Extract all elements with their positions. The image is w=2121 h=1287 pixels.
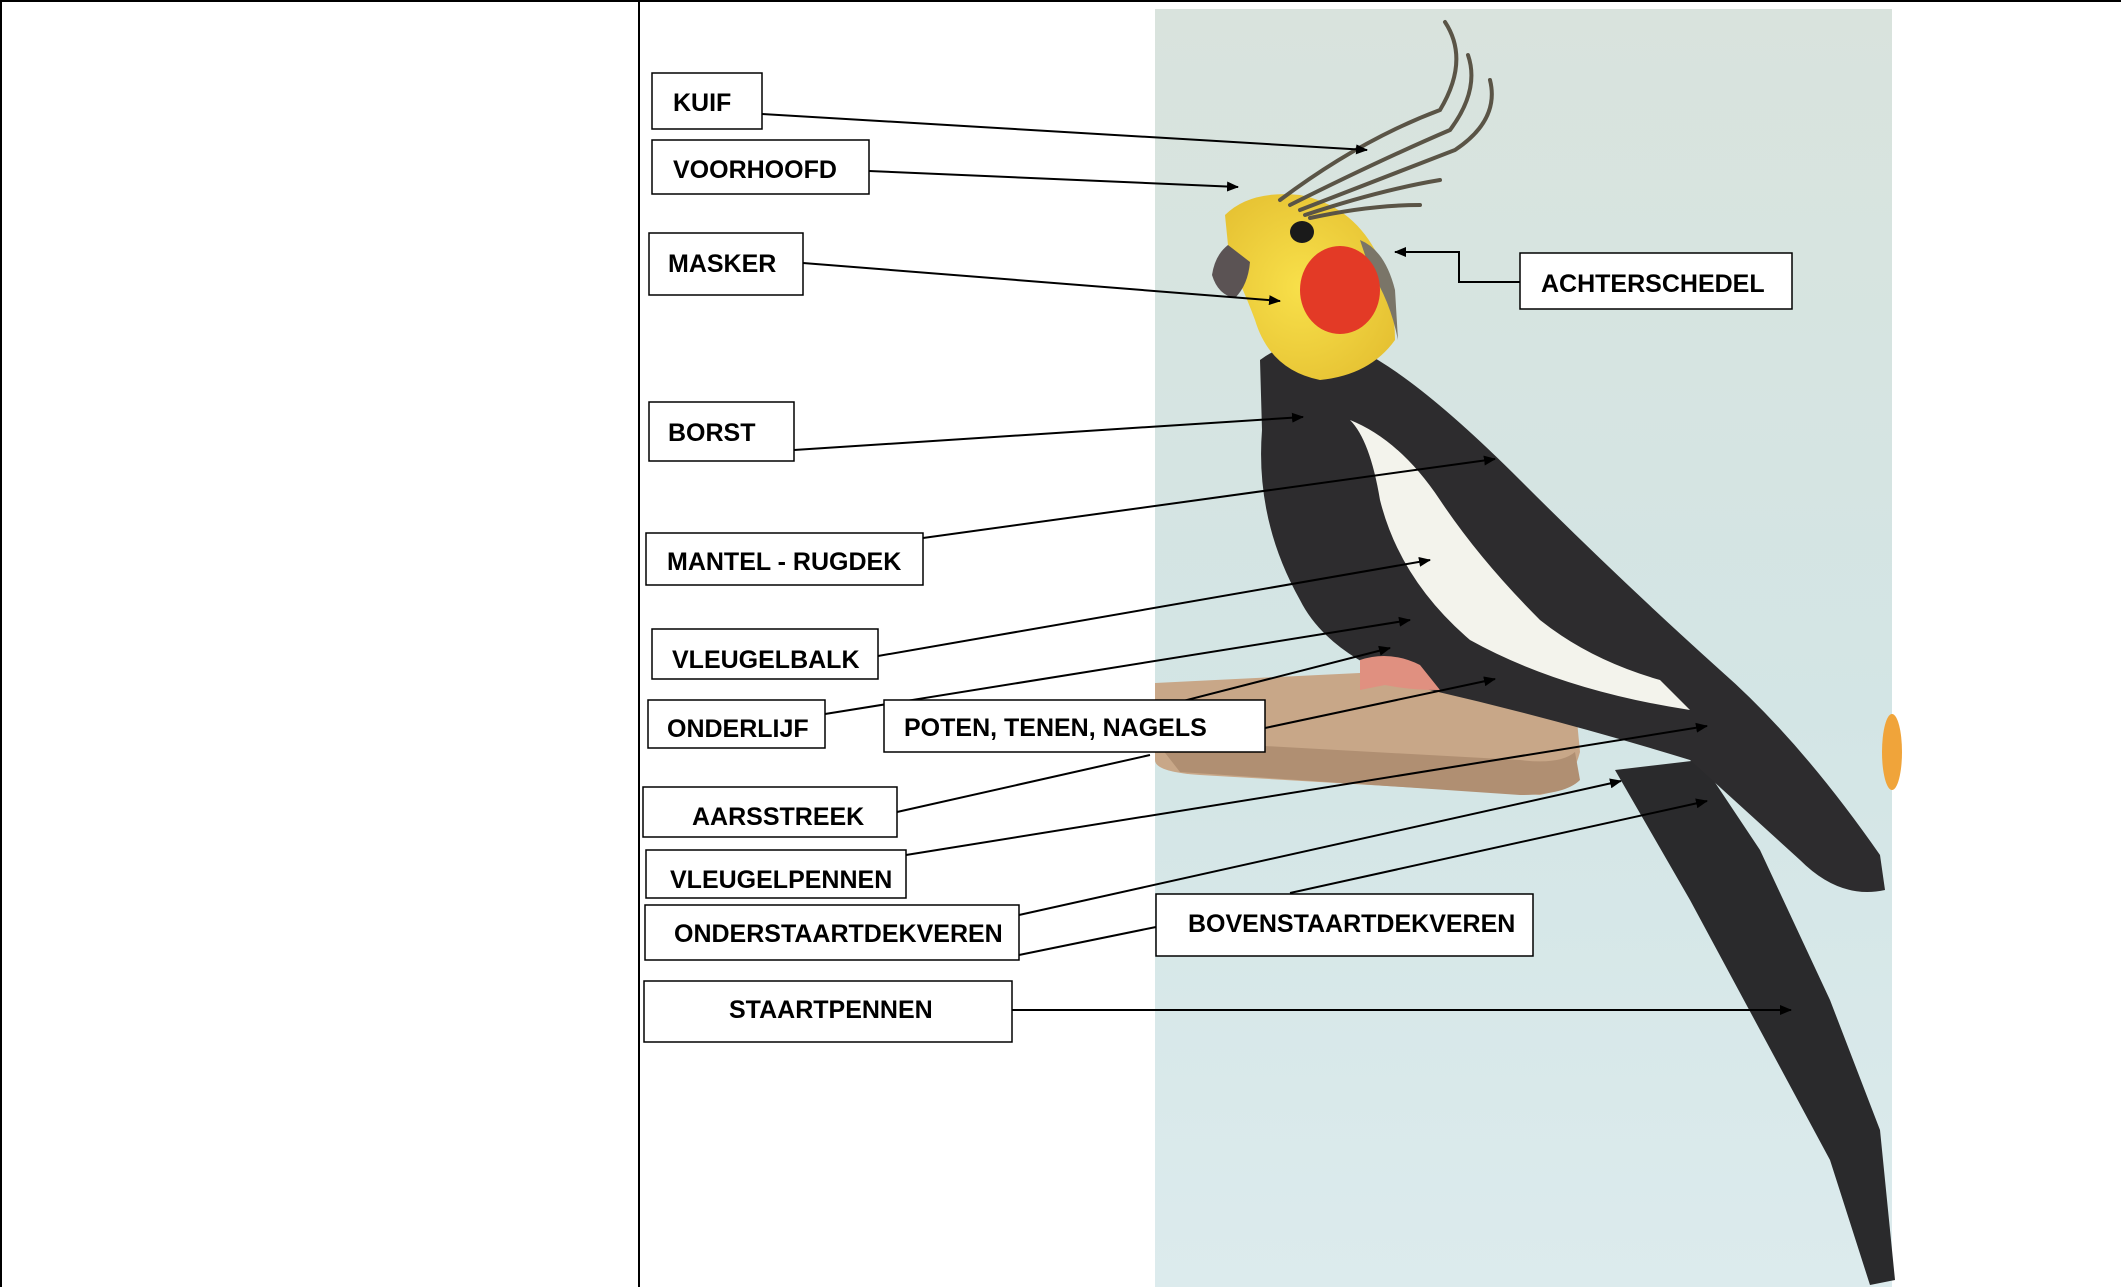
box-borst <box>648 401 795 462</box>
pointer-mantel-rugdek <box>922 455 1496 539</box>
label-masker: MASKER <box>668 250 776 278</box>
box-mantel-rugdek <box>645 532 924 586</box>
bird-beak <box>1212 245 1250 298</box>
table-left-border <box>0 0 2 1287</box>
label-staartpennen: STAARTPENNEN <box>729 996 933 1024</box>
bird-eye <box>1290 221 1314 243</box>
box-bovenstaartdekveren <box>1155 893 1534 957</box>
table-top-border <box>0 0 2121 2</box>
table-column-divider <box>638 0 640 1287</box>
label-achterschedel: ACHTERSCHEDEL <box>1541 270 1765 298</box>
pointer-poten-2 <box>1264 676 1496 729</box>
box-poten-tenen-nagels <box>883 699 1266 753</box>
label-texts: KUIF VOORHOOFD MASKER ACHTERSCHEDEL BORS… <box>667 89 1765 1024</box>
bird-tail <box>1615 760 1895 1285</box>
box-vleugelbalk <box>651 628 879 680</box>
label-onderstaartdekveren: ONDERSTAARTDEKVEREN <box>674 920 1003 948</box>
pointer-vleugelpennen <box>905 722 1708 856</box>
pointer-lines <box>761 113 1792 1015</box>
box-kuif <box>651 72 763 130</box>
pointer-bovenstaartdekveren-b <box>1289 798 1708 894</box>
bird-crest <box>1278 20 1494 220</box>
box-masker <box>648 232 804 296</box>
label-vleugelpennen: VLEUGELPENNEN <box>670 866 892 894</box>
pointer-bovenstaartdekveren-a <box>1018 926 1157 956</box>
cockatiel-photo <box>1155 9 1902 1287</box>
pointer-voorhoofd <box>868 170 1239 192</box>
box-staartpennen <box>643 980 1013 1043</box>
box-aarsstreek <box>642 786 898 838</box>
label-bovenstaartdekveren: BOVENSTAARTDEKVEREN <box>1188 910 1515 938</box>
box-achterschedel <box>1519 252 1793 310</box>
orange-object <box>1882 714 1902 790</box>
label-onderlijf: ONDERLIJF <box>667 715 809 743</box>
label-poten-tenen-nagels: POTEN, TENEN, NAGELS <box>904 714 1207 742</box>
label-voorhoofd: VOORHOOFD <box>673 156 837 184</box>
perch-shadow <box>1155 740 1580 795</box>
pointer-kuif <box>761 113 1368 155</box>
box-voorhoofd <box>651 139 870 195</box>
label-borst: BORST <box>668 419 756 447</box>
bird-cheek-patch <box>1300 246 1380 334</box>
label-vleugelbalk: VLEUGELBALK <box>672 646 860 674</box>
label-kuif: KUIF <box>673 89 731 117</box>
bird-wing-white <box>1350 420 1690 710</box>
pointer-masker <box>802 262 1281 306</box>
pointer-vleugelbalk <box>877 556 1431 657</box>
label-aarsstreek: AARSSTREEK <box>692 803 864 831</box>
pointer-aarsstreek <box>896 754 1151 813</box>
bird-feet <box>1360 656 1440 690</box>
box-onderlijf <box>647 699 826 749</box>
label-mantel-rugdek: MANTEL - RUGDEK <box>667 548 901 576</box>
pointer-borst <box>793 412 1304 451</box>
box-vleugelpennen <box>645 849 907 899</box>
pointer-achterschedel <box>1394 247 1520 283</box>
label-boxes <box>642 72 1793 1043</box>
pointer-onderlijf <box>824 616 1411 715</box>
box-onderstaartdekveren <box>644 904 1020 961</box>
pointer-onderstaartdekveren <box>1018 778 1622 916</box>
